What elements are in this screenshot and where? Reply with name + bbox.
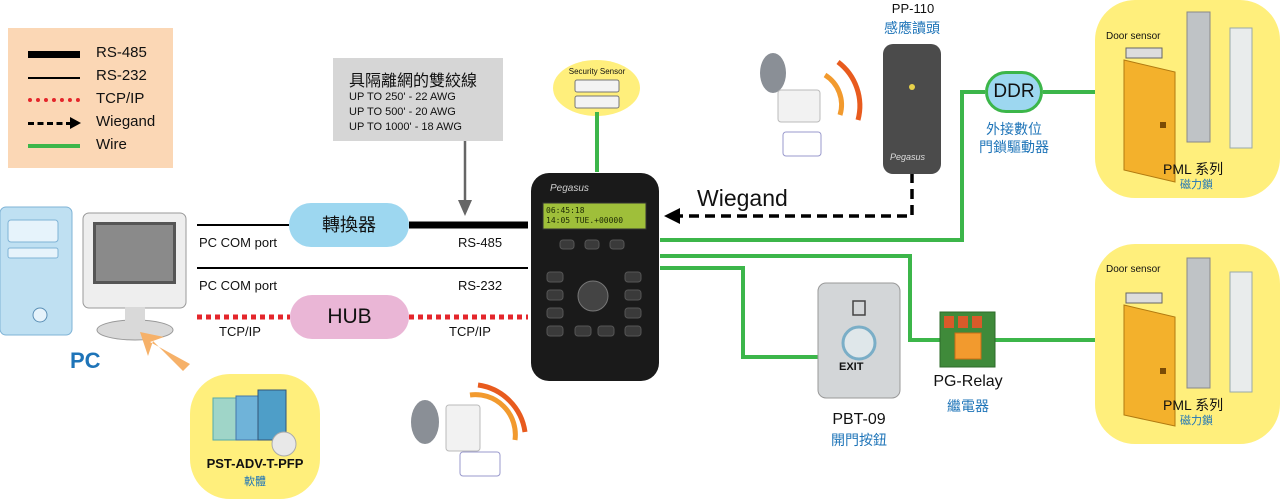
- software-sub: 軟體: [244, 476, 266, 488]
- legend-swatch-rs485: [28, 51, 80, 58]
- legend-item-rs232: RS-232: [8, 66, 173, 88]
- pc-com-port-label: PC COM port: [199, 278, 278, 293]
- ddr-desc-1: 外接數位: [986, 121, 1042, 137]
- legend-arrow-icon: [70, 117, 81, 129]
- controller-brand: Pegasus: [550, 183, 589, 194]
- wiegand-arrowhead: [664, 208, 680, 224]
- reader-device: [883, 44, 941, 174]
- lock-sub: 磁力鎖: [1180, 179, 1213, 191]
- reader-led: [909, 84, 915, 90]
- wiegand-label: Wiegand: [697, 185, 788, 211]
- tcpip-label: TCP/IP: [449, 324, 491, 339]
- converter-node: 轉換器: [289, 203, 409, 247]
- lock-scene-bottom: [1123, 257, 1253, 427]
- software-package: [212, 389, 297, 457]
- exit-button-model: PBT-09: [832, 411, 886, 428]
- note-arrowhead: [458, 200, 472, 216]
- rs232-label: RS-232: [458, 278, 503, 293]
- reader-tokens: [760, 53, 863, 157]
- lock-sub: 磁力鎖: [1180, 415, 1213, 427]
- pc-com-port-label: PC COM port: [199, 235, 278, 250]
- pc-label: PC: [70, 348, 101, 373]
- cable-note-line: UP TO 1000' - 18 AWG: [349, 121, 462, 133]
- legend-label: Wiegand: [96, 113, 156, 130]
- door-sensor-label: Door sensor: [1106, 264, 1161, 275]
- relay-desc: 繼電器: [947, 398, 989, 414]
- ddr-desc-2: 門鎖驅動器: [979, 139, 1049, 155]
- legend-item-wiegand: Wiegand: [8, 112, 173, 134]
- cable-note-title: 具隔離網的雙絞線: [349, 73, 478, 90]
- legend-label: RS-485: [96, 44, 147, 61]
- legend: RS-485 RS-232 TCP/IP Wiegand Wire: [8, 28, 173, 168]
- cable-note-line: UP TO 500' - 20 AWG: [349, 106, 456, 118]
- lock-scene-top: [1123, 11, 1253, 183]
- tcpip-label: TCP/IP: [219, 324, 261, 339]
- exit-button-device: [817, 282, 901, 399]
- legend-swatch-rs232: [28, 77, 80, 79]
- software-name: PST-ADV-T-PFP: [206, 456, 304, 471]
- converter-label: 轉換器: [322, 215, 376, 235]
- legend-item-rs485: RS-485: [8, 43, 173, 65]
- hub-label: HUB: [327, 305, 372, 328]
- wire-controller-exit: [660, 266, 818, 359]
- cable-note-line: UP TO 250' - 22 AWG: [349, 91, 456, 103]
- legend-swatch-tcpip: [28, 98, 80, 102]
- legend-swatch-wire: [28, 144, 80, 148]
- ddr-node: DDR: [985, 71, 1043, 113]
- pc-monitor: [82, 212, 187, 341]
- rs485-label: RS-485: [458, 235, 503, 250]
- legend-label: TCP/IP: [96, 90, 145, 107]
- legend-item-tcpip: TCP/IP: [8, 89, 173, 111]
- legend-label: Wire: [96, 136, 127, 153]
- controller-device: [531, 173, 659, 381]
- legend-label: RS-232: [96, 67, 147, 84]
- wire-controller-relay: [660, 254, 940, 342]
- reader-model: PP-110: [891, 1, 935, 16]
- ddr-label: DDR: [993, 81, 1035, 102]
- hub-node: HUB: [290, 295, 409, 339]
- lock-series: PML 系列: [1163, 161, 1224, 177]
- security-sensor-label: Security Sensor: [568, 67, 626, 76]
- security-sensor-device: [574, 79, 620, 109]
- exit-face-label: EXIT: [839, 361, 864, 373]
- relay-device: [939, 311, 996, 368]
- cable-note: 具隔離網的雙絞線 UP TO 250' - 22 AWG UP TO 500' …: [333, 58, 503, 141]
- reader-brand: Pegasus: [890, 152, 926, 162]
- exit-button-desc: 開門按鈕: [831, 432, 887, 448]
- card-reader-tokens: [411, 382, 528, 477]
- door-sensor-label: Door sensor: [1106, 31, 1161, 42]
- relay-model: PG-Relay: [933, 373, 1003, 390]
- software-arrow: [140, 332, 190, 371]
- pc-tower: [0, 206, 73, 336]
- line-wiegand: [678, 173, 914, 218]
- reader-desc: 感應讀頭: [884, 20, 940, 36]
- lcd-line-1: 06:45:18: [546, 206, 585, 215]
- legend-item-wire: Wire: [8, 135, 173, 157]
- legend-swatch-wiegand: [28, 122, 72, 125]
- lcd-line-2: 14:05 TUE.+00000: [546, 216, 624, 225]
- wire-controller-ddr: [660, 90, 985, 242]
- lock-series: PML 系列: [1163, 397, 1224, 413]
